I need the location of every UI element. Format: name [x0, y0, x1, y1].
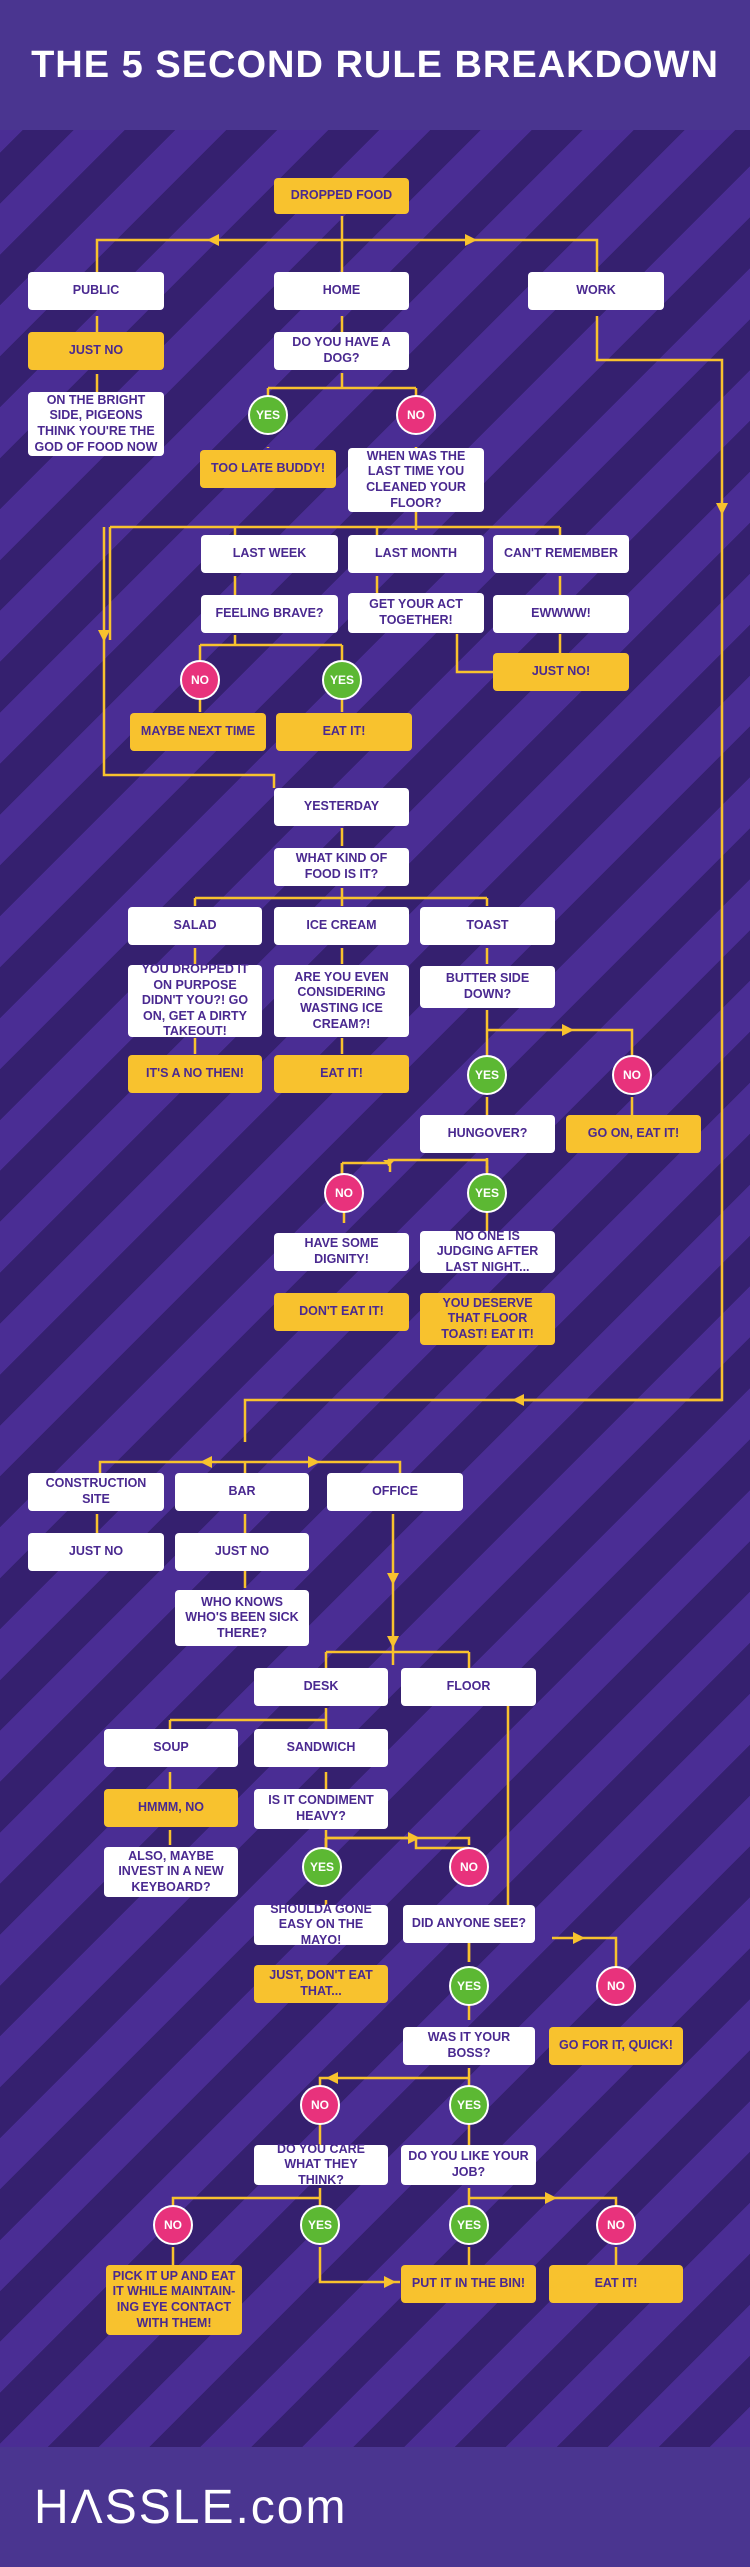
node-no-job: NO [596, 2205, 636, 2245]
node-work: WORK [528, 272, 664, 310]
node-have-dog: DO YOU HAVE A DOG? [274, 332, 409, 370]
node-no-butter: NO [612, 1055, 652, 1095]
node-just-no-1: JUST NO [28, 332, 164, 370]
node-who-knows: WHO KNOWS WHO'S BEEN SICK THERE? [175, 1590, 309, 1646]
node-hmm-no: HMMM, NO [104, 1789, 238, 1827]
node-no-hung: NO [324, 1173, 364, 1213]
node-bin: PUT IT IN THE BIN! [401, 2265, 536, 2303]
node-too-late: TOO LATE BUDDY! [200, 450, 336, 488]
node-maybe-next: MAYBE NEXT TIME [130, 713, 266, 751]
node-last-month: LAST MONTH [348, 535, 484, 573]
node-go-on: GO ON, EAT IT! [566, 1115, 701, 1153]
node-butter: BUTTER SIDE DOWN? [420, 966, 555, 1008]
node-no-cond: NO [449, 1847, 489, 1887]
node-pick-up: PICK IT UP AND EAT IT WHILE MAINTAIN-ING… [106, 2265, 242, 2335]
node-no-care: NO [153, 2205, 193, 2245]
node-sandwich: SANDWICH [254, 1729, 388, 1767]
node-eat-it-3: EAT IT! [549, 2265, 683, 2303]
node-bright-side: ON THE BRIGHT SIDE, PIGEONS THINK YOU'RE… [28, 392, 164, 456]
node-no-see: NO [596, 1966, 636, 2006]
node-public: PUBLIC [28, 272, 164, 310]
node-no-brave: NO [180, 660, 220, 700]
node-desk: DESK [254, 1668, 388, 1706]
node-yes-butter: YES [467, 1055, 507, 1095]
node-like-job: DO YOU LIKE YOUR JOB? [401, 2145, 536, 2185]
node-office: OFFICE [327, 1473, 463, 1511]
node-eat-it-1: EAT IT! [276, 713, 412, 751]
header-banner: THE 5 SECOND RULE BREAKDOWN [0, 0, 750, 130]
node-yes-hung: YES [467, 1173, 507, 1213]
node-last-time: WHEN WAS THE LAST TIME YOU CLEANED YOUR … [348, 448, 484, 512]
hassle-logo[interactable]: HΛSSLE.com [34, 2481, 348, 2534]
node-last-week: LAST WEEK [201, 535, 338, 573]
node-feeling-brave: FEELING BRAVE? [201, 595, 338, 633]
node-floor: FLOOR [401, 1668, 536, 1706]
node-bar: BAR [175, 1473, 309, 1511]
node-keyboard: ALSO, MAYBE INVEST IN A NEW KEYBOARD? [104, 1847, 238, 1897]
node-yes-see: YES [449, 1966, 489, 2006]
node-yes-brave: YES [322, 660, 362, 700]
node-no-dog: NO [396, 395, 436, 435]
node-go-for-it: GO FOR IT, QUICK! [549, 2027, 683, 2065]
node-dropped-food: DROPPED FOOD [274, 178, 409, 214]
node-get-act: GET YOUR ACT TOGETHER! [348, 593, 484, 633]
node-mayo: SHOULDA GONE EASY ON THE MAYO! [254, 1902, 388, 1947]
node-just-no-2: JUST NO! [493, 653, 629, 691]
node-no-then: IT'S A NO THEN! [128, 1055, 262, 1093]
node-care-think: DO YOU CARE WHAT THEY THINK? [254, 2142, 388, 2187]
node-cant-remember: CAN'T REMEMBER [493, 535, 629, 573]
node-dignity: HAVE SOME DIGNITY! [274, 1233, 409, 1271]
node-deserve: YOU DESERVE THAT FLOOR TOAST! EAT IT! [420, 1293, 555, 1345]
node-no-boss: NO [300, 2085, 340, 2125]
node-dont-eat: DON'T EAT IT! [274, 1293, 409, 1331]
node-condiment: IS IT CONDIMENT HEAVY? [254, 1789, 388, 1829]
node-ewww: EWWWW! [493, 595, 629, 633]
node-boss: WAS IT YOUR BOSS? [403, 2027, 535, 2065]
node-what-food: WHAT KIND OF FOOD IS IT? [274, 848, 409, 886]
node-home: HOME [274, 272, 409, 310]
node-dropped-purpose: YOU DROPPED IT ON PURPOSE DIDN'T YOU?! G… [128, 962, 262, 1038]
node-toast: TOAST [420, 907, 555, 945]
page-title: THE 5 SECOND RULE BREAKDOWN [31, 43, 719, 86]
node-construction: CONSTRUCTION SITE [28, 1473, 164, 1511]
node-soup: SOUP [104, 1729, 238, 1767]
node-yes-cond: YES [302, 1847, 342, 1887]
node-hungover: HUNGOVER? [420, 1115, 555, 1153]
node-yes-care: YES [300, 2205, 340, 2245]
node-yes-job: YES [449, 2205, 489, 2245]
node-yesterday: YESTERDAY [274, 788, 409, 826]
node-just-dont: JUST, DON'T EAT THAT... [254, 1965, 388, 2003]
node-anyone-see: DID ANYONE SEE? [403, 1905, 535, 1943]
node-just-no-4: JUST NO [175, 1533, 309, 1571]
node-yes-boss: YES [449, 2085, 489, 2125]
node-eat-it-2: EAT IT! [274, 1055, 409, 1093]
node-just-no-3: JUST NO [28, 1533, 164, 1571]
node-no-one: NO ONE IS JUDGING AFTER LAST NIGHT... [420, 1229, 555, 1274]
footer-banner: HΛSSLE.com [0, 2447, 750, 2567]
node-wasting: ARE YOU EVEN CONSIDERING WASTING ICE CRE… [274, 965, 409, 1037]
node-salad: SALAD [128, 907, 262, 945]
node-yes-dog: YES [248, 395, 288, 435]
node-ice-cream: ICE CREAM [274, 907, 409, 945]
